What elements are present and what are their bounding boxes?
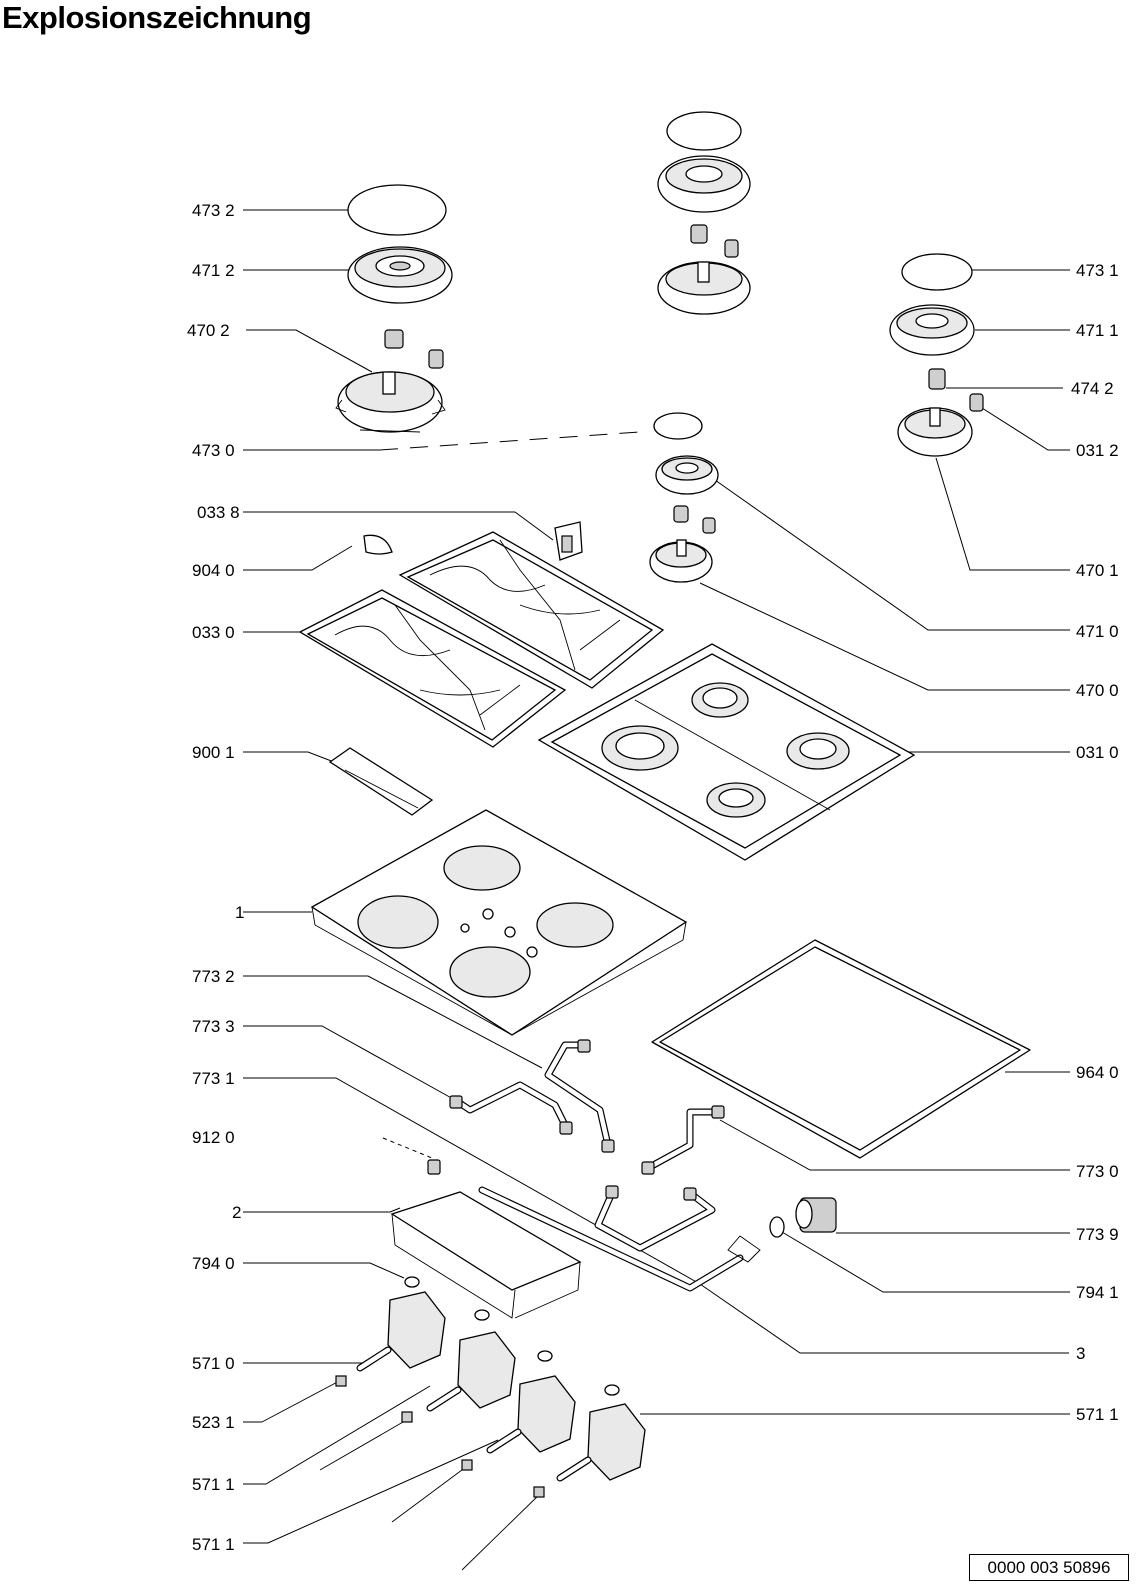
heat-shield-900-1: [328, 747, 434, 816]
label-471-2: 471 2: [192, 261, 235, 280]
label-470-2: 470 2: [187, 321, 230, 340]
label-571-1-b: 571 1: [192, 1535, 235, 1554]
connector-773-9: [727, 1197, 837, 1263]
seal-964-0: [651, 939, 1031, 1159]
leader-lines: [243, 209, 1070, 1544]
burner-head-471-2: [347, 246, 453, 304]
label-470-0: 470 0: [1076, 681, 1119, 700]
label-523-1: 523 1: [192, 1413, 235, 1432]
label-473-1: 473 1: [1076, 261, 1119, 280]
pan-support-front: [298, 589, 567, 748]
gas-pipes: [449, 1039, 744, 1292]
part-904-0: [363, 534, 393, 555]
label-033-0: 033 0: [192, 623, 235, 642]
label-571-1-c: 571 1: [1076, 1405, 1119, 1424]
label-773-1: 773 1: [192, 1069, 235, 1088]
label-773-3: 773 3: [192, 1017, 235, 1036]
label-473-2: 473 2: [192, 201, 235, 220]
crossbar-2: [390, 1159, 582, 1319]
label-031-0: 031 0: [1076, 743, 1119, 762]
label-3: 3: [1076, 1344, 1085, 1363]
label-912-0: 912 0: [192, 1128, 235, 1147]
label-900-1: 900 1: [192, 743, 235, 762]
label-571-1-a: 571 1: [192, 1475, 235, 1494]
cooktop-glass-031-0: [537, 643, 916, 861]
label-1: 1: [235, 903, 244, 922]
label-773-2: 773 2: [192, 967, 235, 986]
label-031-2: 031 2: [1076, 441, 1119, 460]
burner-top-center: [657, 111, 751, 315]
label-471-0: 471 0: [1076, 622, 1119, 641]
thermocouples: [261, 1375, 545, 1571]
label-473-0: 473 0: [192, 441, 235, 460]
label-571-0: 571 0: [192, 1354, 235, 1373]
burner-base-470-2: [335, 329, 446, 433]
label-470-1: 470 1: [1076, 561, 1119, 580]
gas-valves: [356, 1276, 646, 1482]
label-773-0: 773 0: [1076, 1162, 1119, 1181]
label-794-1: 794 1: [1076, 1283, 1119, 1302]
burner-cap-473-2: [347, 184, 447, 236]
label-773-9: 773 9: [1076, 1225, 1119, 1244]
pan-support-back: [398, 531, 665, 689]
burner-group-right: [889, 253, 984, 457]
label-964-0: 964 0: [1076, 1063, 1119, 1082]
label-471-1: 471 1: [1076, 321, 1119, 340]
body-tray-1: [310, 809, 688, 1036]
burner-group-middle: [649, 412, 719, 583]
label-794-0: 794 0: [192, 1254, 235, 1273]
document-number: 0000 003 50896: [969, 1554, 1129, 1581]
label-033-8: 033 8: [197, 503, 240, 522]
clip-033-8: [554, 521, 583, 561]
page-title: Explosionszeichnung: [2, 0, 312, 35]
label-904-0: 904 0: [192, 561, 235, 580]
label-474-2: 474 2: [1071, 379, 1114, 398]
label-2: 2: [232, 1203, 241, 1222]
